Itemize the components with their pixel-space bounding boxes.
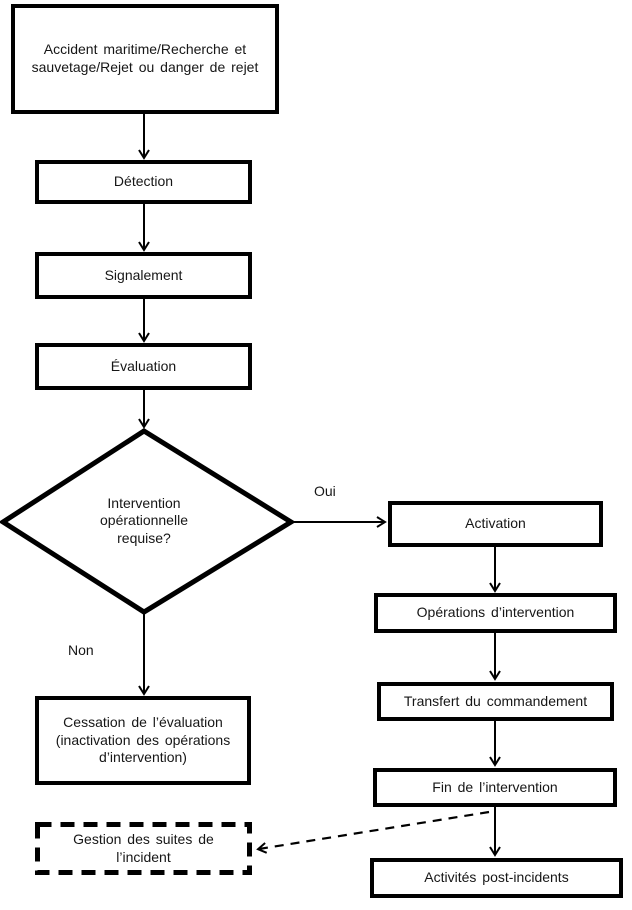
node-operations: Opérations d’intervention [374, 593, 617, 633]
node-post-incidents-label: Activités post-incidents [424, 869, 569, 886]
edge-label-non: Non [68, 642, 94, 658]
node-decision: Intervention opérationnelle requise? [74, 481, 214, 561]
node-evaluation-label: Évaluation [110, 357, 177, 374]
node-fin: Fin de l’intervention [373, 768, 617, 807]
node-decision-label: Intervention opérationnelle requise? [100, 494, 188, 546]
node-transfert: Transfert du commandement [377, 682, 614, 721]
edge-label-oui: Oui [314, 483, 336, 499]
gestion-box-outline [35, 822, 252, 875]
node-gestion-label: Gestion des suites de l’incident [73, 830, 214, 865]
node-gestion: Gestion des suites de l’incident [35, 822, 252, 875]
node-detection-label: Détection [113, 173, 174, 190]
node-cessation-label: Cessation de l’évaluation (inactivation … [55, 714, 231, 766]
node-signalement-label: Signalement [104, 266, 183, 283]
node-fin-label: Fin de l’intervention [432, 778, 558, 795]
node-cessation: Cessation de l’évaluation (inactivation … [35, 696, 251, 785]
node-detection: Détection [35, 160, 252, 204]
node-activation-label: Activation [465, 515, 526, 532]
node-transfert-label: Transfert du commandement [403, 692, 588, 709]
decision-diamond-shape [0, 428, 296, 615]
node-start-label: Accident maritime/Recherche et sauvetage… [31, 41, 259, 75]
node-post-incidents: Activités post-incidents [370, 858, 623, 898]
node-evaluation: Évaluation [35, 343, 252, 390]
edge-fin-gestion-dashed [256, 810, 490, 854]
node-activation: Activation [388, 501, 603, 547]
node-signalement: Signalement [35, 252, 252, 299]
node-operations-label: Opérations d’intervention [416, 604, 575, 621]
node-start: Accident maritime/Recherche et sauvetage… [11, 4, 279, 114]
